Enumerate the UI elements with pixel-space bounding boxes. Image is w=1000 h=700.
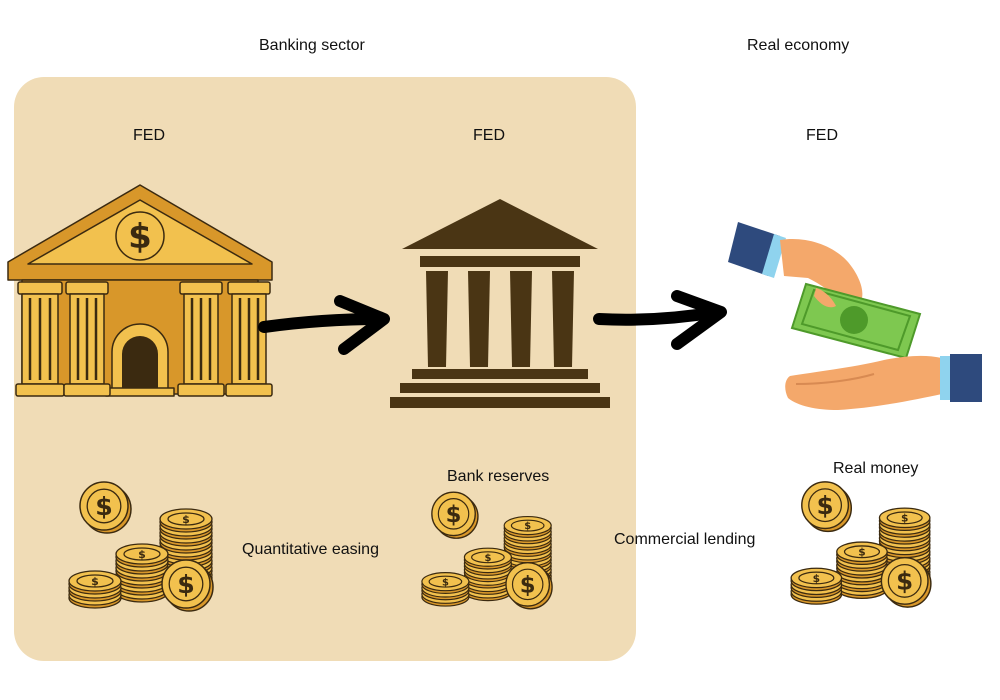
- commercial-lending-label: Commercial lending: [614, 531, 756, 548]
- banking-sector-header: Banking sector: [259, 37, 365, 54]
- svg-text:$: $: [138, 548, 146, 561]
- column-title-3: FED: [806, 127, 838, 144]
- svg-text:$: $: [901, 512, 908, 525]
- column-title-2: FED: [473, 127, 505, 144]
- svg-text:$: $: [813, 572, 820, 585]
- svg-text:$: $: [817, 491, 834, 520]
- svg-text:$: $: [524, 521, 531, 532]
- column-title-1: FED: [133, 127, 165, 144]
- svg-text:$: $: [91, 575, 99, 588]
- right-arrow-icon: [258, 295, 390, 355]
- svg-text:$: $: [442, 577, 449, 588]
- fed-bank-dollar-icon: $: [7, 184, 273, 397]
- quantitative-easing-label: Quantitative easing: [242, 541, 379, 558]
- svg-text:$: $: [484, 553, 491, 564]
- svg-text:$: $: [128, 217, 152, 257]
- svg-text:$: $: [520, 573, 536, 599]
- coin-stacks-icon: $ $ $ $ $: [421, 491, 553, 610]
- svg-text:$: $: [858, 546, 865, 559]
- coin-stacks-icon: $ $ $ $ $: [68, 481, 214, 612]
- svg-text:$: $: [182, 513, 190, 526]
- svg-text:$: $: [177, 570, 195, 599]
- bank-reserves-label: Bank reserves: [447, 468, 550, 485]
- svg-text:$: $: [896, 567, 913, 596]
- hands-money-exchange-icon: [728, 222, 982, 410]
- svg-text:$: $: [95, 492, 113, 521]
- coin-stacks-icon: $ $ $ $ $: [790, 481, 932, 608]
- right-arrow-icon: [593, 290, 727, 350]
- real-money-label: Real money: [833, 460, 919, 477]
- bank-pillars-icon: [390, 199, 610, 408]
- real-economy-header: Real economy: [747, 37, 850, 54]
- svg-text:$: $: [446, 502, 462, 528]
